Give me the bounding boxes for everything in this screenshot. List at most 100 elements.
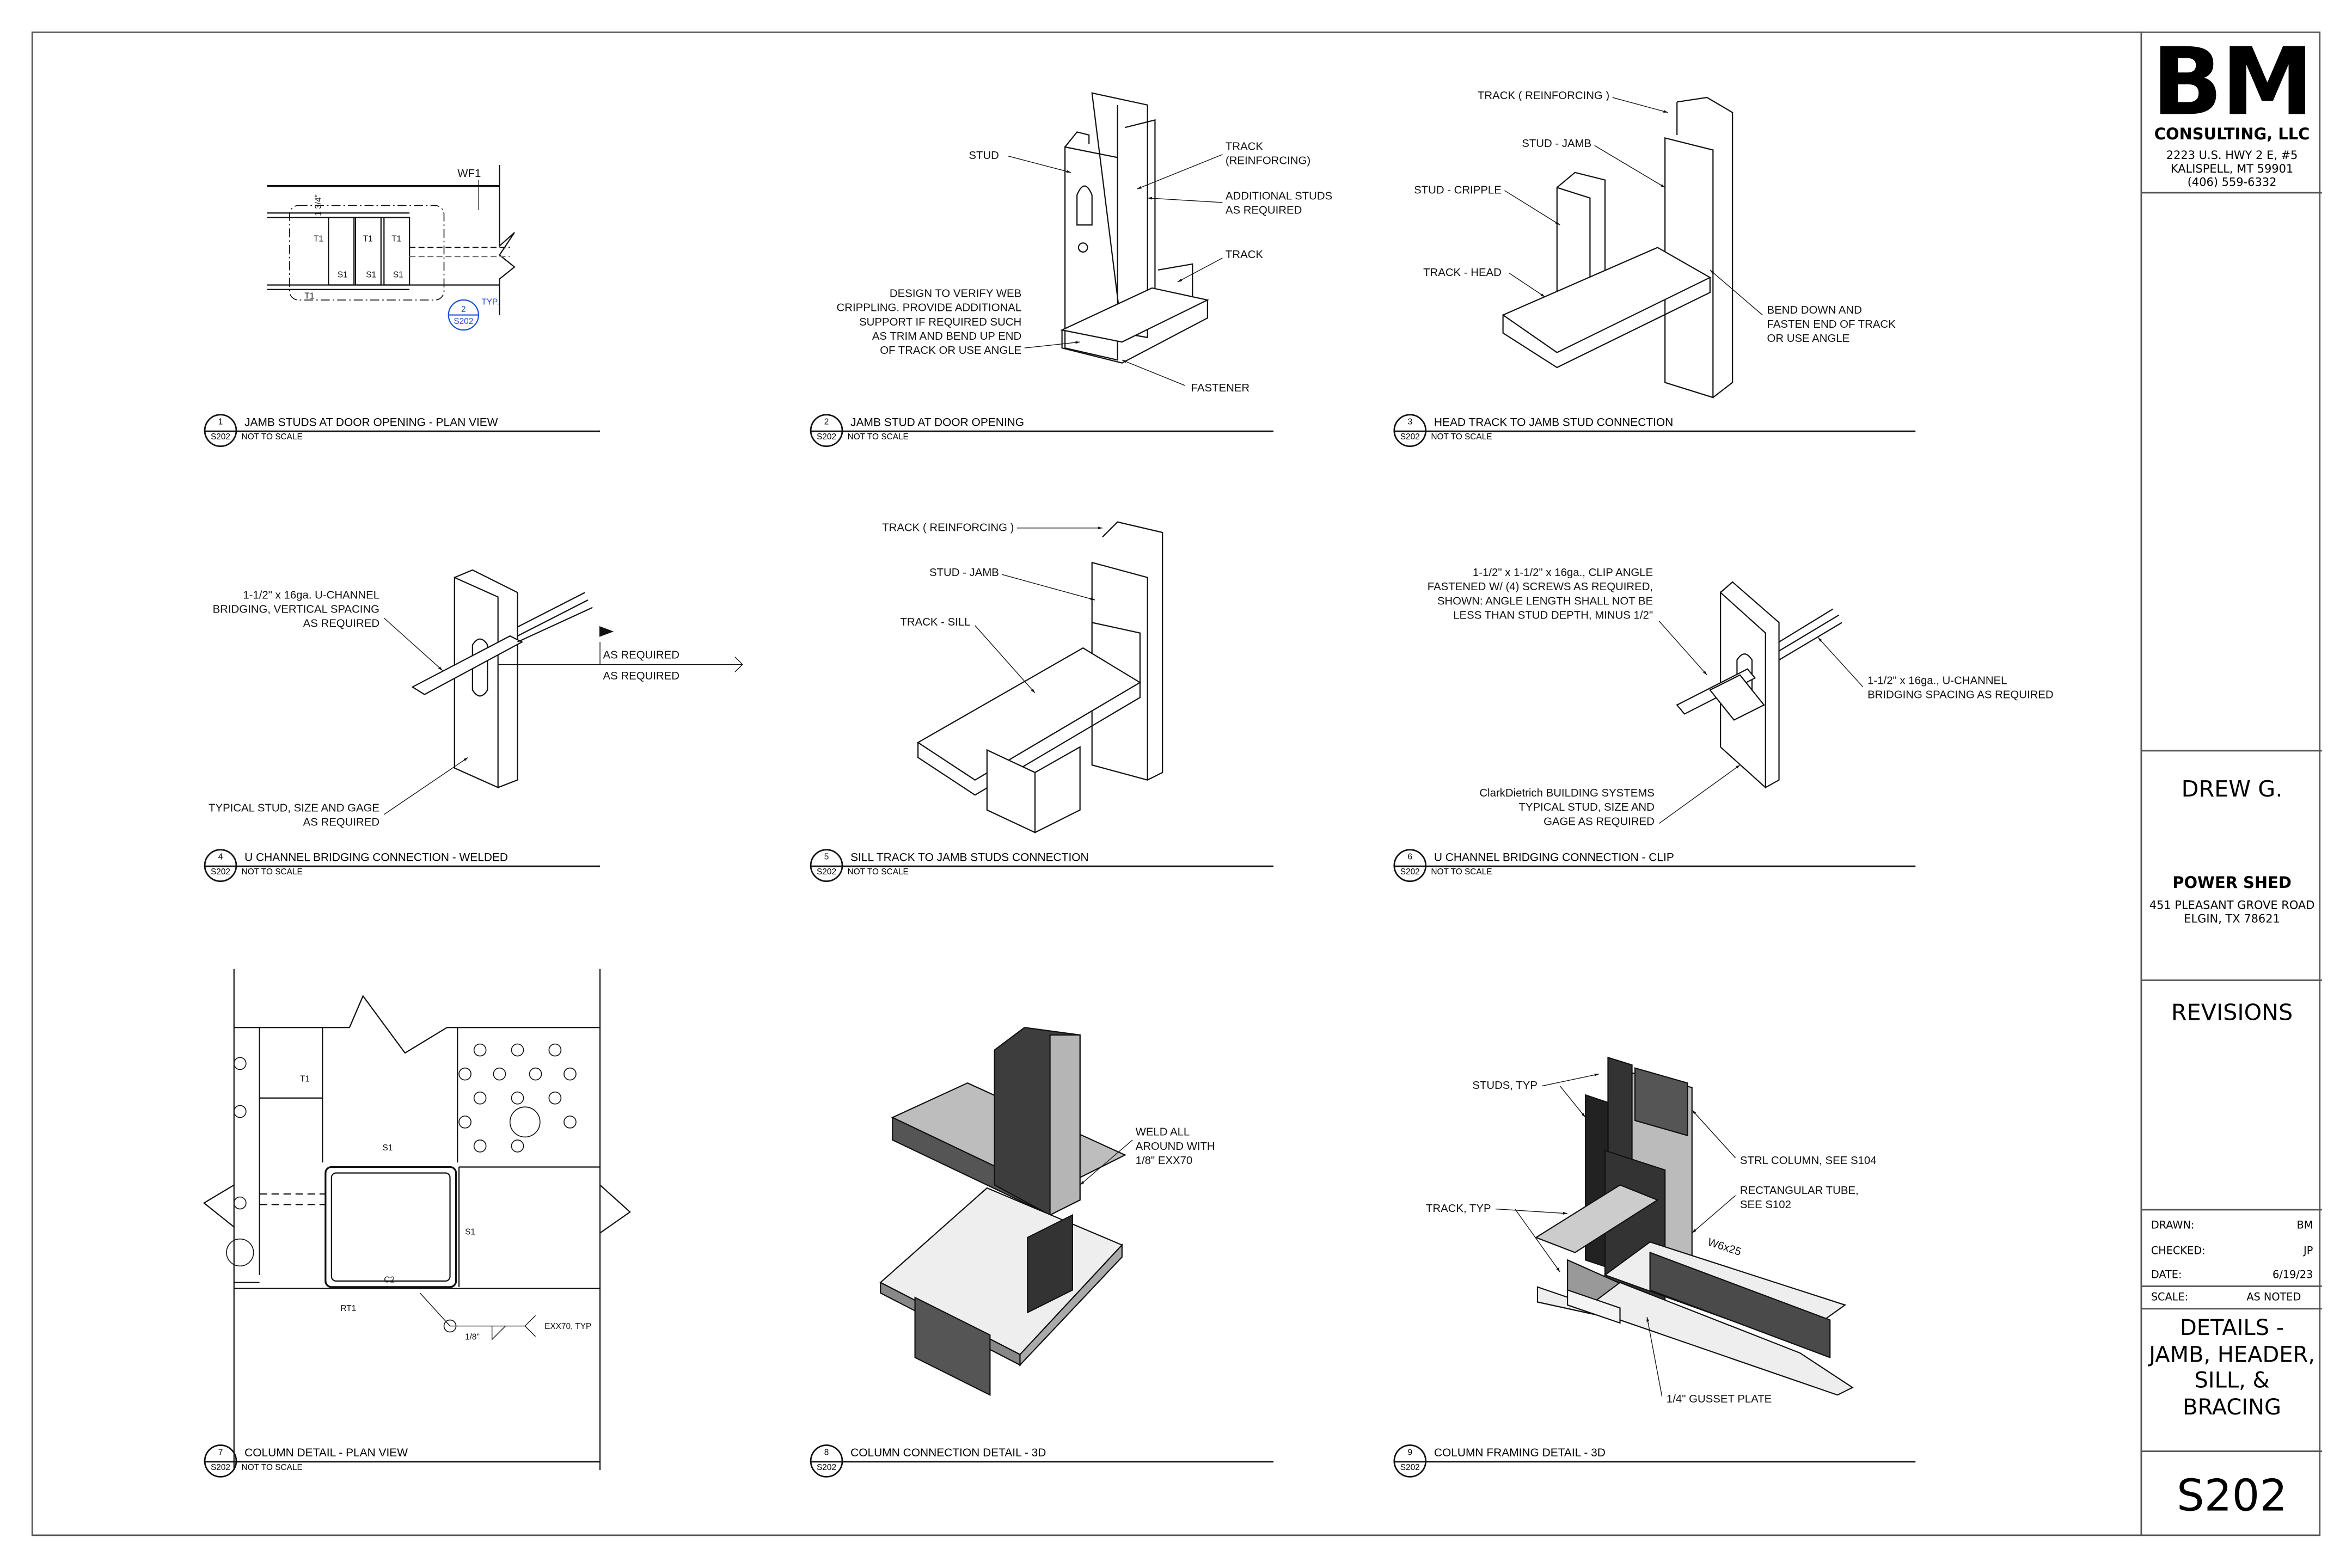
detail-title: COLUMN FRAMING DETAIL - 3D (1434, 1445, 1606, 1459)
checked-label: CHECKED: (2151, 1245, 2206, 1257)
detail-sheet: S202 (817, 868, 837, 878)
drawn-value: BM (2296, 1220, 2313, 1232)
label-s1: S1 (383, 1143, 393, 1153)
callout-weld: WELD ALL (1136, 1126, 1190, 1138)
detail-bubble (204, 1444, 237, 1478)
callout-clip-angle: FASTENED W/ (4) SCREWS AS REQUIRED, (1428, 581, 1653, 593)
detail-title: U CHANNEL BRIDGING CONNECTION - WELDED (244, 849, 509, 863)
detail-bubble (204, 849, 237, 882)
address-line: 451 PLEASANT GROVE ROAD (2149, 898, 2315, 912)
detail-scale: NOT TO SCALE (847, 868, 909, 878)
label-t1: T1 (363, 235, 373, 244)
label-s1: S1 (338, 271, 348, 280)
design-note: AS TRIM AND BEND UP END (872, 330, 1021, 342)
callout-u-channel: 1-1/2" x 16ga. U-CHANNEL (243, 589, 379, 601)
detail-number: 8 (824, 1449, 829, 1458)
title-block: BM CONSULTING, LLC 2223 U.S. HWY 2 E, #5… (2140, 31, 2322, 1536)
company-name: CONSULTING, LLC (2154, 126, 2310, 144)
label-beam: W6x25 (1706, 1236, 1743, 1259)
company-block: BM CONSULTING, LLC 2223 U.S. HWY 2 E, #5… (2142, 32, 2322, 192)
detail-bubble (1393, 414, 1427, 448)
weld-spec: EXX70, TYP (544, 1322, 591, 1331)
detail-ref-sheet[interactable]: S202 (454, 317, 473, 326)
callout-track: TRACK, TYP (1426, 1203, 1491, 1215)
client-name: DREW G. (2181, 775, 2283, 803)
address-line: KALISPELL, MT 59901 (2170, 162, 2294, 176)
detail-sheet: S202 (817, 1463, 837, 1473)
detail-scale: NOT TO SCALE (241, 433, 303, 443)
label-t1: T1 (300, 1074, 310, 1083)
detail-number: 1 (218, 418, 223, 428)
design-note: CRIPPLING. PROVIDE ADDITIONAL (837, 302, 1022, 314)
label-rt1: RT1 (340, 1304, 356, 1313)
drawn-block: DRAWN:BM CHECKED:JP DATE:6/19/23 (2142, 1209, 2322, 1286)
callout-track-head: TRACK - HEAD (1423, 267, 1502, 279)
detail-4-iso: 1-1/2" x 16ga. U-CHANNEL BRIDGING, VERTI… (209, 569, 743, 829)
detail-title: COLUMN DETAIL - PLAN VIEW (244, 1445, 408, 1459)
weld-size: 1/8" (465, 1332, 480, 1342)
callout-additional-studs: ADDITIONAL STUDS (1226, 190, 1332, 202)
callout-studs: STUDS, TYP (1472, 1080, 1538, 1092)
detail-sheet: S202 (817, 433, 837, 443)
sheet-number: S202 (2176, 1469, 2288, 1521)
callout-weld: 1/8" EXX70 (1136, 1155, 1193, 1167)
callout-stud: AS REQUIRED (303, 817, 379, 829)
detail-8-3d: WELD ALL AROUND WITH 1/8" EXX70 (879, 1027, 1215, 1396)
dimension-as-required: AS REQUIRED (603, 670, 679, 682)
callout-stud: STUD (969, 150, 999, 162)
detail-sheet: S202 (1400, 433, 1420, 443)
detail-9-3d: STUDS, TYP TRACK, TYP STRL COLUMN, SEE S… (1426, 1056, 1877, 1405)
callout-column: STRL COLUMN, SEE S104 (1740, 1155, 1877, 1167)
detail-title: JAMB STUDS AT DOOR OPENING - PLAN VIEW (244, 414, 498, 428)
design-note: SUPPORT IF REQUIRED SUCH (859, 316, 1021, 328)
label-s1: S1 (366, 271, 376, 280)
title-underline (1393, 1461, 1916, 1463)
callout-track: TRACK (1226, 249, 1263, 261)
detail-number: 3 (1407, 418, 1413, 428)
detail-title: JAMB STUD AT DOOR OPENING (850, 414, 1025, 428)
callout-weld: AROUND WITH (1136, 1141, 1215, 1153)
detail-title: U CHANNEL BRIDGING CONNECTION - CLIP (1434, 849, 1674, 863)
address-line: 2223 U.S. HWY 2 E, #5 (2166, 148, 2298, 162)
callout-bend: FASTEN END OF TRACK (1767, 318, 1896, 330)
detail-sheet: S202 (210, 433, 230, 443)
label-t1: T1 (304, 291, 314, 301)
detail-number: 6 (1407, 853, 1413, 863)
callout-u-channel: BRIDGING SPACING AS REQUIRED (1867, 689, 2054, 701)
detail-sheet: S202 (210, 1463, 230, 1473)
phone: (406) 559-6332 (2187, 175, 2277, 189)
callout-stud: TYPICAL STUD, SIZE AND (1518, 801, 1654, 813)
detail-number: 5 (824, 853, 829, 863)
scale-block: SCALE:AS NOTED (2142, 1285, 2322, 1308)
detail-scale: NOT TO SCALE (847, 433, 909, 443)
label-c2: C2 (384, 1276, 395, 1285)
revisions-block: REVISIONS (2142, 979, 2322, 1209)
address-line: ELGIN, TX 78621 (2184, 912, 2280, 926)
dimension-as-required: AS REQUIRED (603, 649, 679, 661)
callout-clip-angle: LESS THAN STUD DEPTH, MINUS 1/2" (1453, 609, 1653, 621)
detail-number: 9 (1407, 1449, 1413, 1458)
checked-value: JP (2304, 1245, 2313, 1257)
sheet-number-block: S202 (2142, 1450, 2322, 1536)
callout-stud-cripple: STUD - CRIPPLE (1414, 184, 1502, 196)
detail-title: SILL TRACK TO JAMB STUDS CONNECTION (850, 849, 1089, 863)
label-wf1: WF1 (457, 168, 481, 180)
callout-tube: SEE S102 (1740, 1199, 1791, 1211)
callout-stud: GAGE AS REQUIRED (1543, 816, 1655, 828)
title-underline (810, 1461, 1274, 1463)
detail-ref-number[interactable]: 2 (461, 305, 466, 314)
blank-block (2142, 192, 2322, 750)
scale-label: SCALE: (2151, 1291, 2189, 1304)
title-underline (204, 865, 601, 867)
detail-sheet: S202 (210, 868, 230, 878)
detail-bubble (810, 414, 843, 448)
callout-bend: OR USE ANGLE (1767, 333, 1850, 345)
detail-sheet: S202 (1400, 868, 1420, 878)
detail-sheet: S202 (1400, 1463, 1420, 1473)
detail-number: 2 (824, 418, 829, 428)
title-underline (810, 430, 1274, 432)
callout-stud: ClarkDietrich BUILDING SYSTEMS (1479, 787, 1655, 799)
callout-u-channel: AS REQUIRED (303, 618, 379, 630)
callout-fastener: FASTENER (1191, 382, 1250, 394)
sheet-title-line: BRACING (2183, 1395, 2281, 1420)
